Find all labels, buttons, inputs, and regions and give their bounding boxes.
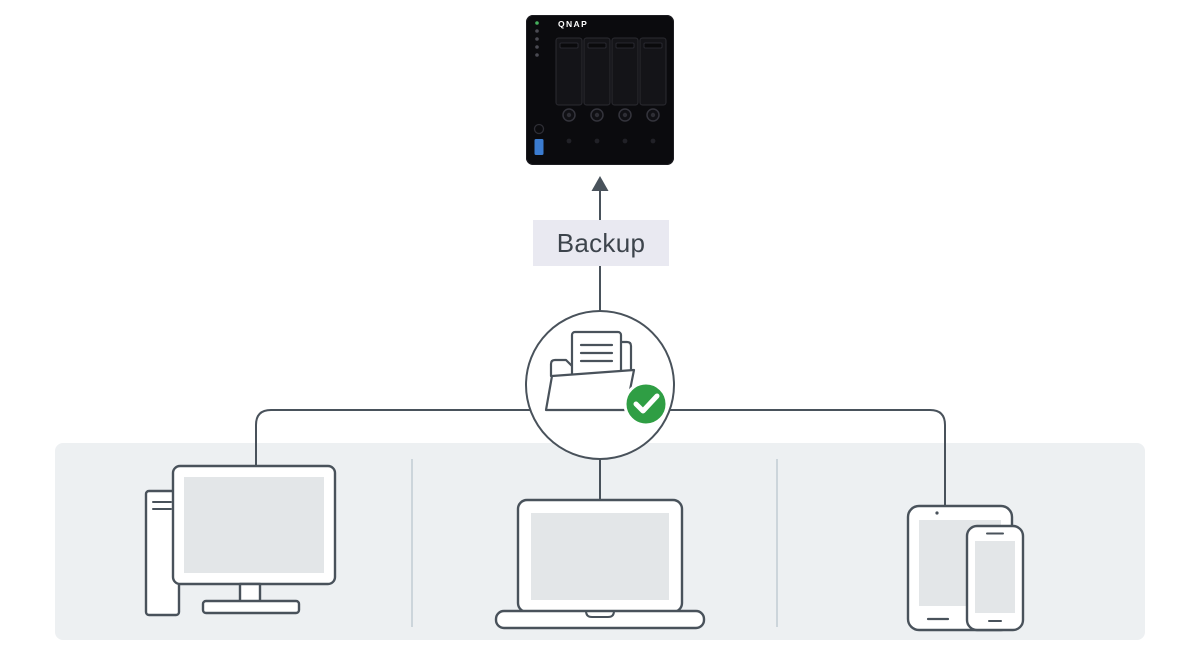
connector-line-mobile [668, 409, 946, 508]
nas-power-button [533, 123, 545, 135]
backup-source-node [525, 310, 675, 460]
tablet-camera-dot [935, 511, 939, 515]
desktop-stand-base [201, 599, 301, 615]
arrow-up-icon [591, 176, 609, 191]
backup-label: Backup [533, 220, 669, 266]
nas-usb-port [534, 139, 544, 155]
nas-drive-bays [555, 37, 667, 106]
phone-screen [975, 541, 1015, 613]
nas-status-leds [535, 21, 539, 57]
connector-lines [255, 189, 946, 508]
nas-drive-bay [583, 37, 611, 106]
nas-screws [566, 138, 656, 144]
desktop-computer-icon [144, 464, 337, 617]
desktop-screen [184, 477, 324, 573]
laptop-screen [531, 513, 669, 600]
qnap-nas-icon: QNAP [526, 15, 674, 165]
laptop-icon [494, 498, 706, 630]
connector-line-desktop [255, 409, 532, 469]
laptop-notch [585, 610, 615, 618]
nas-drive-bay [639, 37, 667, 106]
laptop-base [494, 609, 706, 630]
desktop-stand-neck [238, 582, 262, 604]
tablet-phone-icon [906, 504, 1025, 632]
nas-brand-logo: QNAP [558, 19, 588, 29]
check-circle-icon [623, 381, 669, 427]
nas-drive-bay [611, 37, 639, 106]
nas-bay-locks [562, 108, 660, 122]
nas-drive-bay [555, 37, 583, 106]
